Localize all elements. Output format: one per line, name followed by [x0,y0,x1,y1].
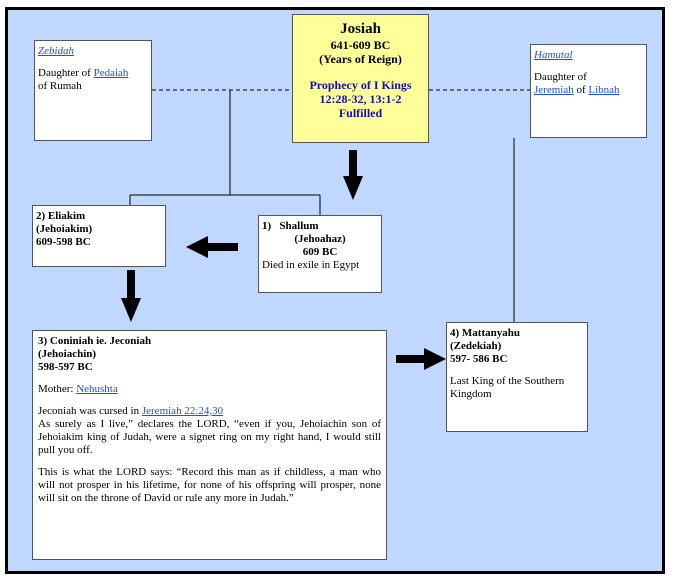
prophecy-line-2: 12:28-32, 13:1-2 [319,92,402,106]
zebidah-box: Zebidah Daughter of Pedaiah of Rumah [34,40,152,141]
josiah-name: Josiah [340,21,381,37]
hamutal-connector: of [576,84,586,96]
jeconiah-years: 598-597 BC [38,361,93,373]
hamutal-name-link[interactable]: Hamutal [534,49,573,61]
prophecy-line-1: Prophecy of I Kings [309,78,412,92]
shallum-title: 1) Shallum [262,220,319,232]
nehushta-link[interactable]: Nehushta [76,383,118,395]
zebidah-description: Daughter of Pedaiah of Rumah [38,67,148,93]
eliakim-alias: (Jehoiakim) [36,223,93,235]
hamutal-box: Hamutal Daughter of Jeremiah of Libnah [530,44,647,138]
curse-prefix: Jeconiah was cursed in [38,405,140,417]
mattanyahu-title: 4) Mattanyahu [450,327,520,339]
mattanyahu-alias: (Zedekiah) [450,340,502,352]
hamutal-desc-prefix: Daughter of [534,71,587,83]
josiah-box: Josiah 641-609 BC (Years of Reign) Proph… [292,14,429,143]
pedaiah-link[interactable]: Pedaiah [93,67,129,79]
jeconiah-alias: (Jehoiachin) [38,348,97,360]
shallum-years: 609 BC [302,246,338,258]
mattanyahu-box: 4) Mattanyahu (Zedekiah) 597- 586 BC Las… [446,322,588,432]
prophecy-line-3: Fulfilled [338,106,383,120]
eliakim-title: 2) Eliakim [36,210,86,222]
zebidah-desc-prefix: Daughter of [38,67,91,79]
jeremiah-22-link[interactable]: Jeremiah 22:24,30 [141,405,224,417]
hamutal-description: Daughter of Jeremiah of Libnah [534,71,643,97]
zebidah-name-link[interactable]: Zebidah [38,45,75,57]
jeconiah-curse: Jeconiah was cursed in Jeremiah 22:24,30 [38,405,381,418]
eliakim-years: 609-598 BC [36,236,91,248]
josiah-years: 641-609 BC [330,38,391,52]
shallum-note: Died in exile in Egypt [262,259,360,271]
jeconiah-box: 3) Coniniah ie. Jeconiah (Jehoiachin) 59… [32,330,387,560]
josiah-reign-label: (Years of Reign) [319,52,402,66]
libnah-link[interactable]: Libnah [588,84,620,96]
shallum-box: 1) Shallum (Jehoahaz) 609 BC Died in exi… [258,215,382,293]
jeconiah-quote-2: This is what the LORD says: “Record this… [38,466,381,504]
jeconiah-title: 3) Coniniah ie. Jeconiah [38,335,152,347]
zebidah-desc-suffix: of Rumah [38,80,82,92]
jeconiah-mother: Mother: Nehushta [38,383,381,396]
josiah-prophecy: Prophecy of I Kings 12:28-32, 13:1-2 Ful… [293,78,428,120]
mother-label: Mother: [38,383,74,395]
jeconiah-quote-1: As surely as I live,” declares the LORD,… [38,418,381,456]
jeremiah-link[interactable]: Jeremiah [534,84,574,96]
eliakim-box: 2) Eliakim (Jehoiakim) 609-598 BC [32,205,166,267]
shallum-alias: (Jehoahaz) [294,233,346,245]
mattanyahu-years: 597- 586 BC [450,353,508,365]
mattanyahu-note: Last King of the Southern Kingdom [450,375,565,400]
